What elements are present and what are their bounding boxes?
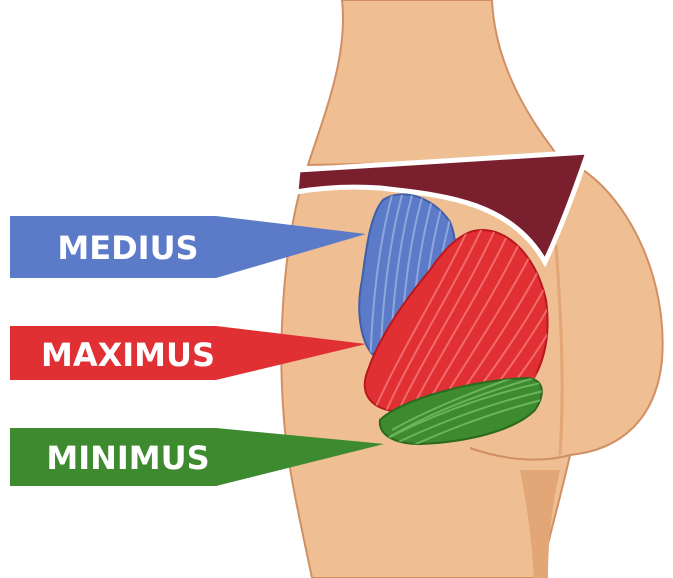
maximus-label-text: MAXIMUS <box>41 336 215 374</box>
medius-label-text: MEDIUS <box>57 229 198 267</box>
minimus-label-text: MINIMUS <box>46 439 209 477</box>
torso <box>308 0 560 165</box>
